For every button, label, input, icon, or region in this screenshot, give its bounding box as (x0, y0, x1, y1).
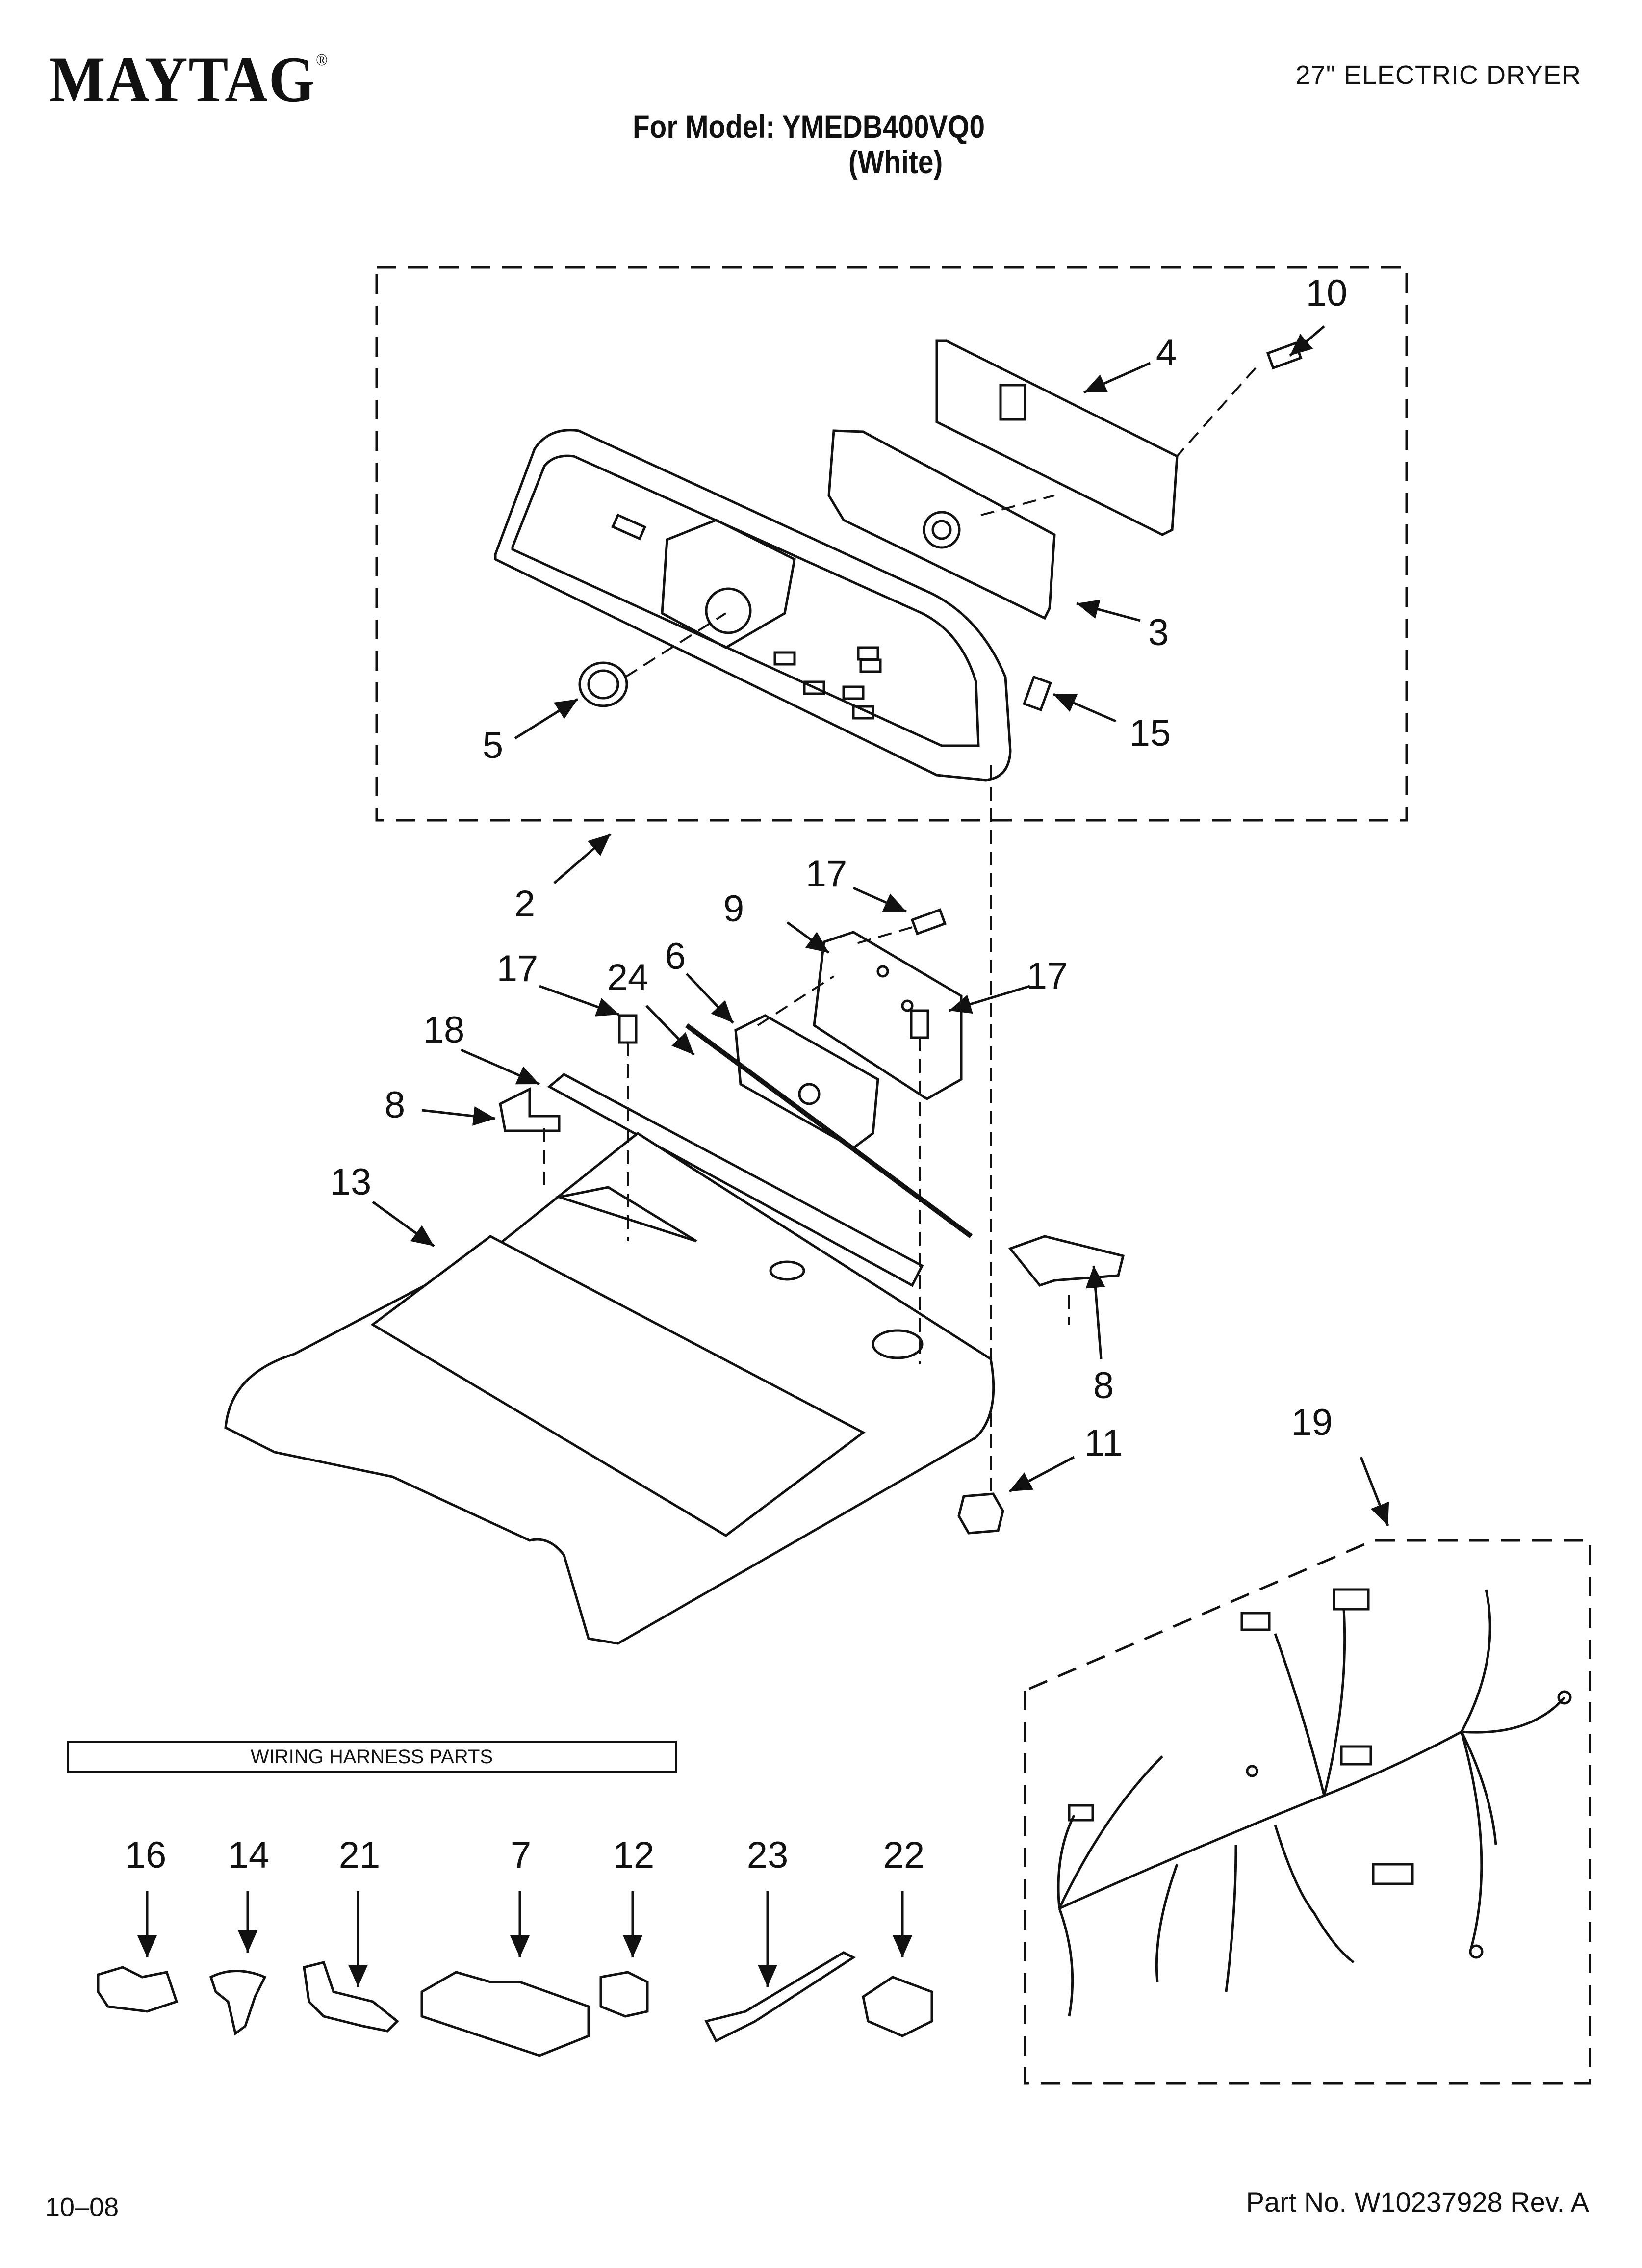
pad-left (499, 1087, 561, 1132)
wiring-harness-parts-header: WIRING HARNESS PARTS (67, 1741, 677, 1773)
control-board (827, 429, 1056, 620)
hinge-strip (547, 1073, 924, 1287)
callout-11: 11 (1084, 1422, 1123, 1464)
harness-part-22 (862, 1976, 933, 2037)
callout-24: 24 (607, 957, 649, 998)
callout-6: 6 (665, 936, 686, 977)
pad-right (1008, 1235, 1125, 1287)
revision-date: 10–08 (45, 2192, 119, 2222)
screw-part-10 (1266, 341, 1303, 370)
callout-8-right: 8 (1093, 1365, 1114, 1407)
console-group-box (375, 266, 1408, 822)
callout-14: 14 (228, 1834, 270, 1876)
callout-5: 5 (482, 725, 504, 766)
control-bracket (813, 931, 963, 1100)
console-panel (494, 429, 1012, 782)
knob (578, 661, 628, 707)
harness-part-7 (420, 1971, 590, 2057)
harness-part-23 (704, 1951, 856, 2043)
callout-19: 19 (1291, 1402, 1333, 1443)
dryer-top-panel (224, 1131, 995, 1645)
callout-18: 18 (423, 1009, 465, 1051)
harness-part-21 (303, 1961, 399, 2033)
brand-name: MAYTAG (49, 43, 316, 115)
variant-line: (White) (848, 144, 943, 180)
callout-16: 16 (125, 1834, 167, 1876)
callout-9: 9 (723, 888, 744, 930)
callout-17-left: 17 (496, 948, 539, 990)
callout-21: 21 (338, 1834, 381, 1876)
harness-part-14 (209, 1970, 267, 2036)
callout-13: 13 (330, 1161, 372, 1203)
callout-8-left: 8 (384, 1084, 406, 1126)
part-number: Part No. W10237928 Rev. A (1246, 2187, 1589, 2217)
callout-15: 15 (1129, 712, 1171, 754)
product-title: 27" ELECTRIC DRYER (1295, 60, 1581, 90)
callout-arrows (137, 325, 1389, 1987)
callout-17-top: 17 (805, 853, 847, 895)
screws-part-17 (618, 908, 947, 1044)
model-line: For Model: YMEDB400VQ0 (633, 108, 985, 145)
interface-board (935, 339, 1179, 536)
callout-22: 22 (883, 1834, 925, 1876)
electronic-module (734, 1014, 879, 1149)
harness-group-box (1024, 1539, 1591, 2085)
callout-23: 23 (746, 1834, 789, 1876)
harness-part-12 (599, 1971, 649, 2018)
gasket-strip (685, 1023, 973, 1239)
callout-4: 4 (1155, 332, 1177, 374)
assembly-lines-lower (543, 926, 1070, 1364)
maytag-logo: MAYTAG® (49, 47, 329, 112)
callout-3: 3 (1148, 612, 1169, 653)
foot (957, 1492, 1004, 1535)
callout-12: 12 (613, 1834, 655, 1876)
callout-2: 2 (514, 883, 536, 925)
screw-part-15 (1022, 675, 1052, 712)
harness-part-16 (97, 1966, 179, 2013)
wiring-harness (1057, 1588, 1572, 2017)
callout-7: 7 (510, 1834, 532, 1876)
callout-10: 10 (1306, 272, 1348, 314)
registered-mark: ® (316, 51, 329, 69)
callout-17-right: 17 (1026, 955, 1068, 997)
